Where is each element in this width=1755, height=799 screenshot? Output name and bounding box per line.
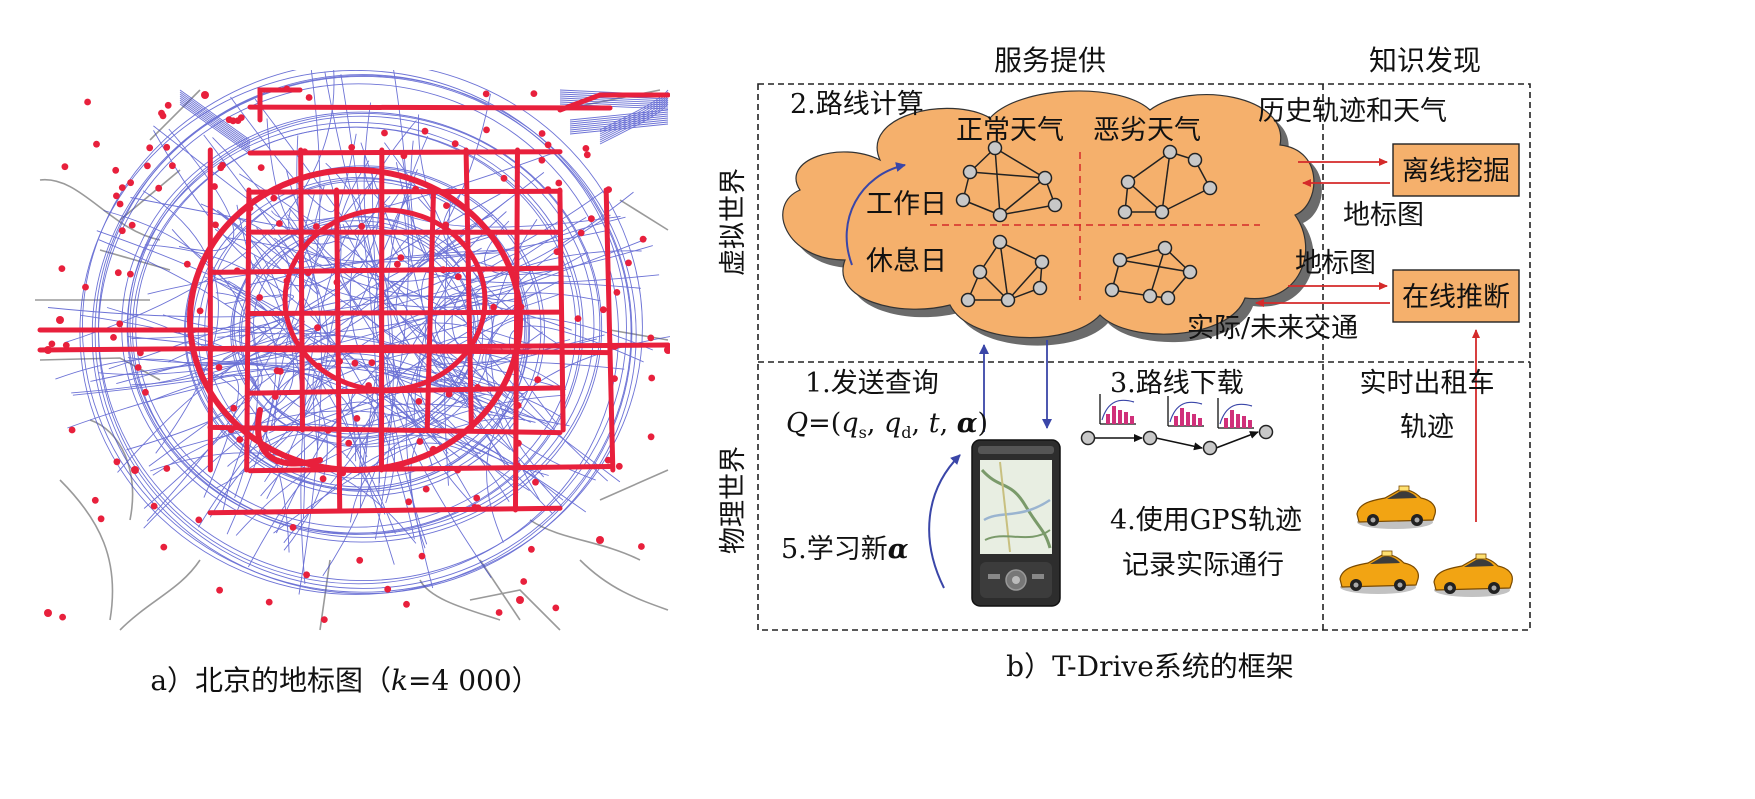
landmark-graphs [955, 140, 1218, 308]
right-caption: b）T-Drive系统的框架 [1006, 650, 1294, 683]
learn-alpha-label: 5.学习新α [781, 534, 909, 565]
cloud-cycle-arrow [845, 162, 906, 266]
histogram-icon [1099, 394, 1136, 425]
online-inference-label: 在线推断 [1402, 282, 1510, 313]
online-inference-box [1392, 269, 1520, 323]
taxi-group [1339, 485, 1513, 597]
normal-weather-label: 正常天气 [956, 115, 1064, 146]
histogram-icon [1217, 398, 1254, 429]
smartphone-icon [971, 439, 1061, 607]
graph-workday-bad [1117, 144, 1218, 220]
row-label-virtual: 虚拟世界 [718, 168, 749, 276]
taxi-icon [1356, 485, 1436, 529]
framework-outer-box [757, 83, 1531, 631]
offline-mining-box [1392, 143, 1520, 197]
taxi-icon [1339, 550, 1419, 594]
restday-label: 休息日 [866, 246, 947, 277]
workday-label: 工作日 [866, 189, 947, 220]
beijing-landmark-map [35, 70, 670, 631]
realtime-taxi-label-2: 轨迹 [1400, 412, 1454, 443]
route-chain [1080, 394, 1274, 456]
histogram-icon [1167, 396, 1204, 427]
use-gps-label-2: 记录实际通行 [1122, 550, 1284, 581]
graph-restday-bad [1104, 240, 1198, 306]
taxi-icon [1433, 553, 1513, 597]
realtime-taxi-label-1: 实时出租车 [1360, 368, 1495, 399]
graph-workday-normal [955, 140, 1063, 223]
history-label: 历史轨迹和天气 [1258, 96, 1447, 127]
landmark-graph-label-2: 地标图 [1295, 248, 1376, 279]
left-caption: a）北京的地标图（k=4 000） [150, 664, 539, 697]
send-query-label: 1.发送查询 [805, 368, 939, 399]
traffic-label: 实际/未来交通 [1187, 313, 1358, 344]
route-compute-label: 2.路线计算 [790, 89, 924, 120]
query-formula: Q=(qs, qd, t, α) [786, 408, 988, 442]
bad-weather-label: 恶劣天气 [1093, 115, 1201, 146]
map-landmark-points [44, 85, 670, 623]
header-knowledge: 知识发现 [1369, 44, 1481, 77]
landmark-graph-label-1: 地标图 [1343, 200, 1424, 231]
learn-alpha-arrow [928, 454, 961, 589]
graph-restday-normal [960, 234, 1050, 308]
tdrive-framework: 服务提供 知识发现 虚拟世界 物理世界 2.路线计算 正常天气 恶劣天气 工作日… [718, 44, 1531, 683]
offline-mining-label: 离线挖掘 [1402, 156, 1510, 187]
route-download-label: 3.路线下载 [1110, 368, 1244, 399]
header-service: 服务提供 [994, 44, 1106, 77]
row-label-physical: 物理世界 [718, 446, 749, 554]
use-gps-label-1: 4.使用GPS轨迹 [1110, 505, 1302, 536]
